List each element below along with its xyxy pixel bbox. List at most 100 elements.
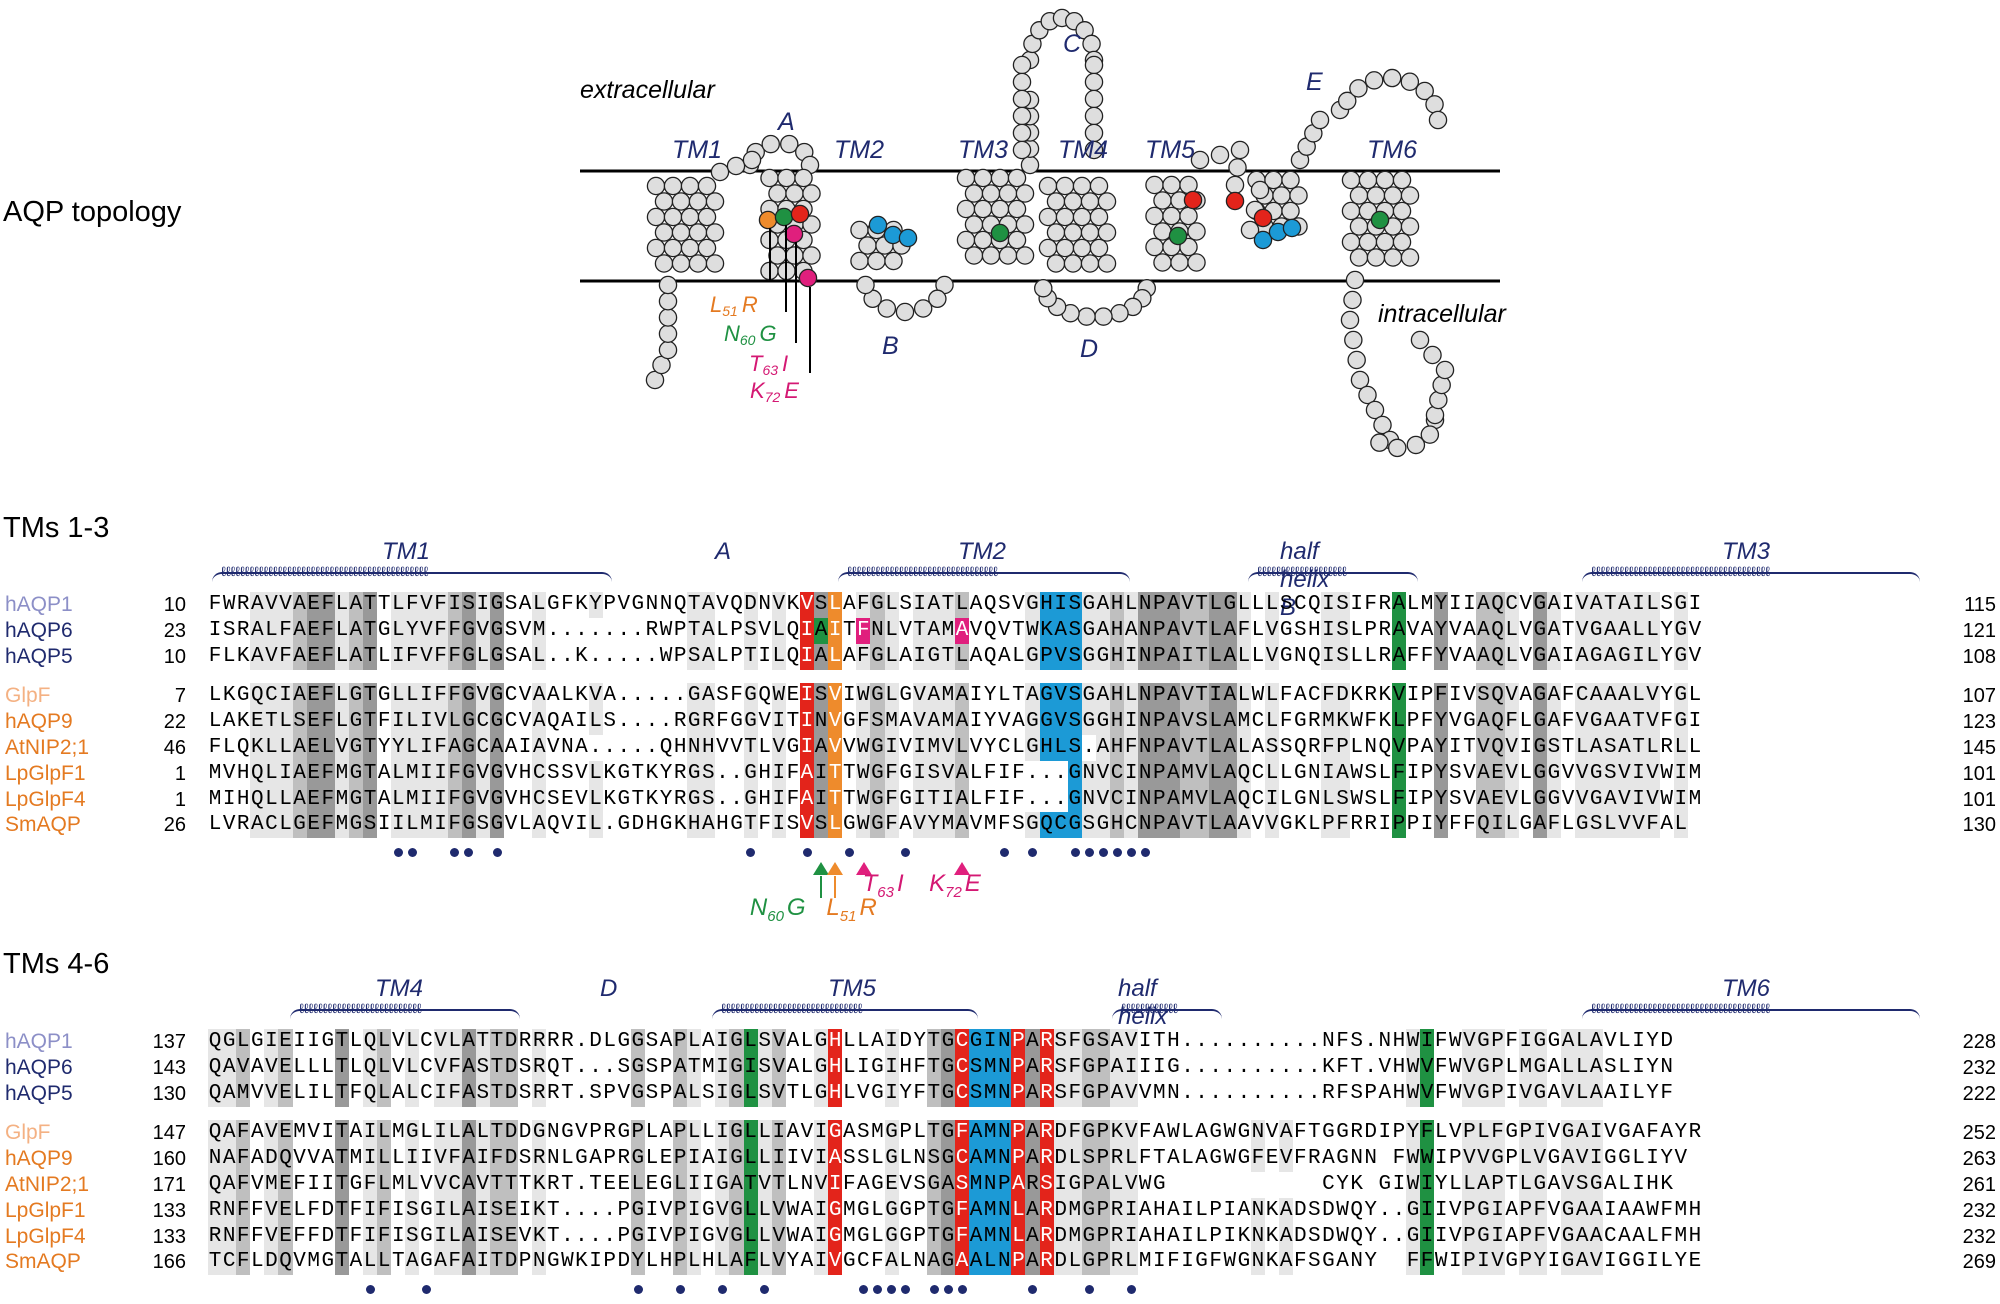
residue: E — [306, 786, 321, 813]
sequence-end-position: 261 — [1962, 1174, 1996, 1196]
residue: I — [1223, 1198, 1237, 1222]
residue: D — [1660, 1030, 1673, 1053]
residue: F — [320, 643, 335, 670]
residue: V — [1561, 1172, 1576, 1198]
conserved-residue-dot — [675, 1285, 685, 1295]
residue: Q — [1308, 593, 1321, 616]
residue: P — [1095, 1223, 1110, 1250]
residue: H — [1110, 735, 1125, 761]
sequence-end-position: 222 — [1962, 1082, 1996, 1105]
residue: A — [1166, 812, 1181, 839]
sequence-residues: MIHQLLAEFMGTALMIIFGVGVHCSEVLKGTKYRGS..GH… — [208, 786, 1702, 813]
residue: M — [1067, 1223, 1082, 1250]
residue: D — [321, 1224, 335, 1248]
residue-bead — [1358, 385, 1377, 405]
conserved-residue-dot — [929, 1285, 939, 1295]
residue: Q — [1490, 617, 1505, 644]
residue: A — [1589, 735, 1604, 761]
residue: I — [391, 709, 406, 736]
residue: R — [208, 1197, 223, 1224]
residue: I — [1208, 683, 1223, 710]
residue: F — [208, 593, 222, 616]
residue: . — [645, 710, 659, 734]
residue: I — [997, 761, 1011, 785]
residue: T — [546, 1224, 560, 1248]
residue: P — [1152, 760, 1167, 787]
residue: T — [334, 1172, 349, 1198]
residue: V — [617, 1081, 631, 1105]
residue: A — [461, 1197, 476, 1224]
sequence-name: LpGlpF1 — [5, 1198, 86, 1222]
residue: V — [1547, 1198, 1561, 1222]
residue: P — [1152, 709, 1167, 736]
residue: C — [1251, 787, 1265, 811]
residue: R — [1308, 710, 1321, 734]
residue: T — [743, 1172, 758, 1198]
residue: L — [1519, 710, 1533, 734]
residue: T — [786, 1081, 800, 1105]
residue: W — [1251, 684, 1265, 708]
residue: . — [659, 684, 673, 708]
residue: D — [503, 1080, 519, 1107]
residue: I — [391, 1198, 405, 1222]
residue: S — [504, 593, 518, 616]
residue: . — [1364, 1030, 1378, 1053]
residue: V — [828, 683, 843, 710]
residue-bead — [1428, 110, 1448, 130]
residue: S — [1053, 1080, 1068, 1107]
residue: G — [489, 643, 504, 670]
residue-bead — [802, 215, 821, 234]
residue: S — [842, 1147, 856, 1171]
residue: R — [1039, 1080, 1054, 1107]
residue: Y — [1434, 592, 1449, 618]
residue: L — [1575, 1054, 1590, 1081]
residue: T — [940, 592, 955, 618]
sequence-residues: FWRAVVAEFLATTLFVFISIGSALGFKYPVGNNQTAVQDN… — [208, 592, 1702, 618]
residue: L — [673, 1172, 688, 1198]
residue: I — [1561, 593, 1575, 616]
residue: V — [475, 1172, 490, 1198]
residue: G — [1618, 1121, 1631, 1145]
residue: G — [1505, 1250, 1518, 1274]
residue-bead — [1063, 223, 1083, 242]
residue: N — [997, 1120, 1012, 1147]
residue: A — [1222, 760, 1237, 787]
residue-bead — [1153, 222, 1172, 241]
residue: I — [518, 1198, 532, 1222]
residue: R — [1308, 1147, 1321, 1171]
residue: G — [870, 643, 885, 670]
residue: A — [461, 1029, 476, 1055]
residue: P — [1505, 1147, 1518, 1171]
residue-bead — [1310, 110, 1330, 130]
residue: V — [1645, 760, 1660, 787]
residue: K — [1350, 684, 1363, 708]
residue: L — [1364, 644, 1378, 668]
residue: . — [603, 813, 616, 837]
residue: V — [771, 1249, 786, 1276]
residue: S — [1660, 593, 1673, 616]
residue: N — [1350, 1147, 1363, 1171]
residue: A — [1279, 1197, 1294, 1224]
residue: S — [1335, 617, 1350, 644]
residue: F — [349, 1224, 363, 1248]
residue: R — [603, 1121, 616, 1145]
blue-residue — [898, 228, 918, 248]
residue: A — [1420, 618, 1434, 642]
residue: V — [758, 710, 771, 734]
residue: I — [475, 1146, 490, 1173]
residue: L — [1673, 735, 1688, 761]
residue: G — [1618, 1250, 1631, 1274]
residue-bead — [1055, 238, 1075, 258]
residue: P — [1152, 617, 1167, 644]
residue: L — [349, 1030, 363, 1053]
residue: G — [461, 709, 476, 736]
residue: P — [1462, 1120, 1477, 1147]
residue: V — [419, 617, 434, 644]
residue: P — [673, 618, 687, 642]
residue-bead — [760, 168, 779, 188]
residue: E — [603, 1173, 616, 1196]
conserved-residue-dot — [760, 1285, 770, 1295]
residue: I — [983, 1029, 998, 1055]
residue: C — [954, 1054, 970, 1081]
